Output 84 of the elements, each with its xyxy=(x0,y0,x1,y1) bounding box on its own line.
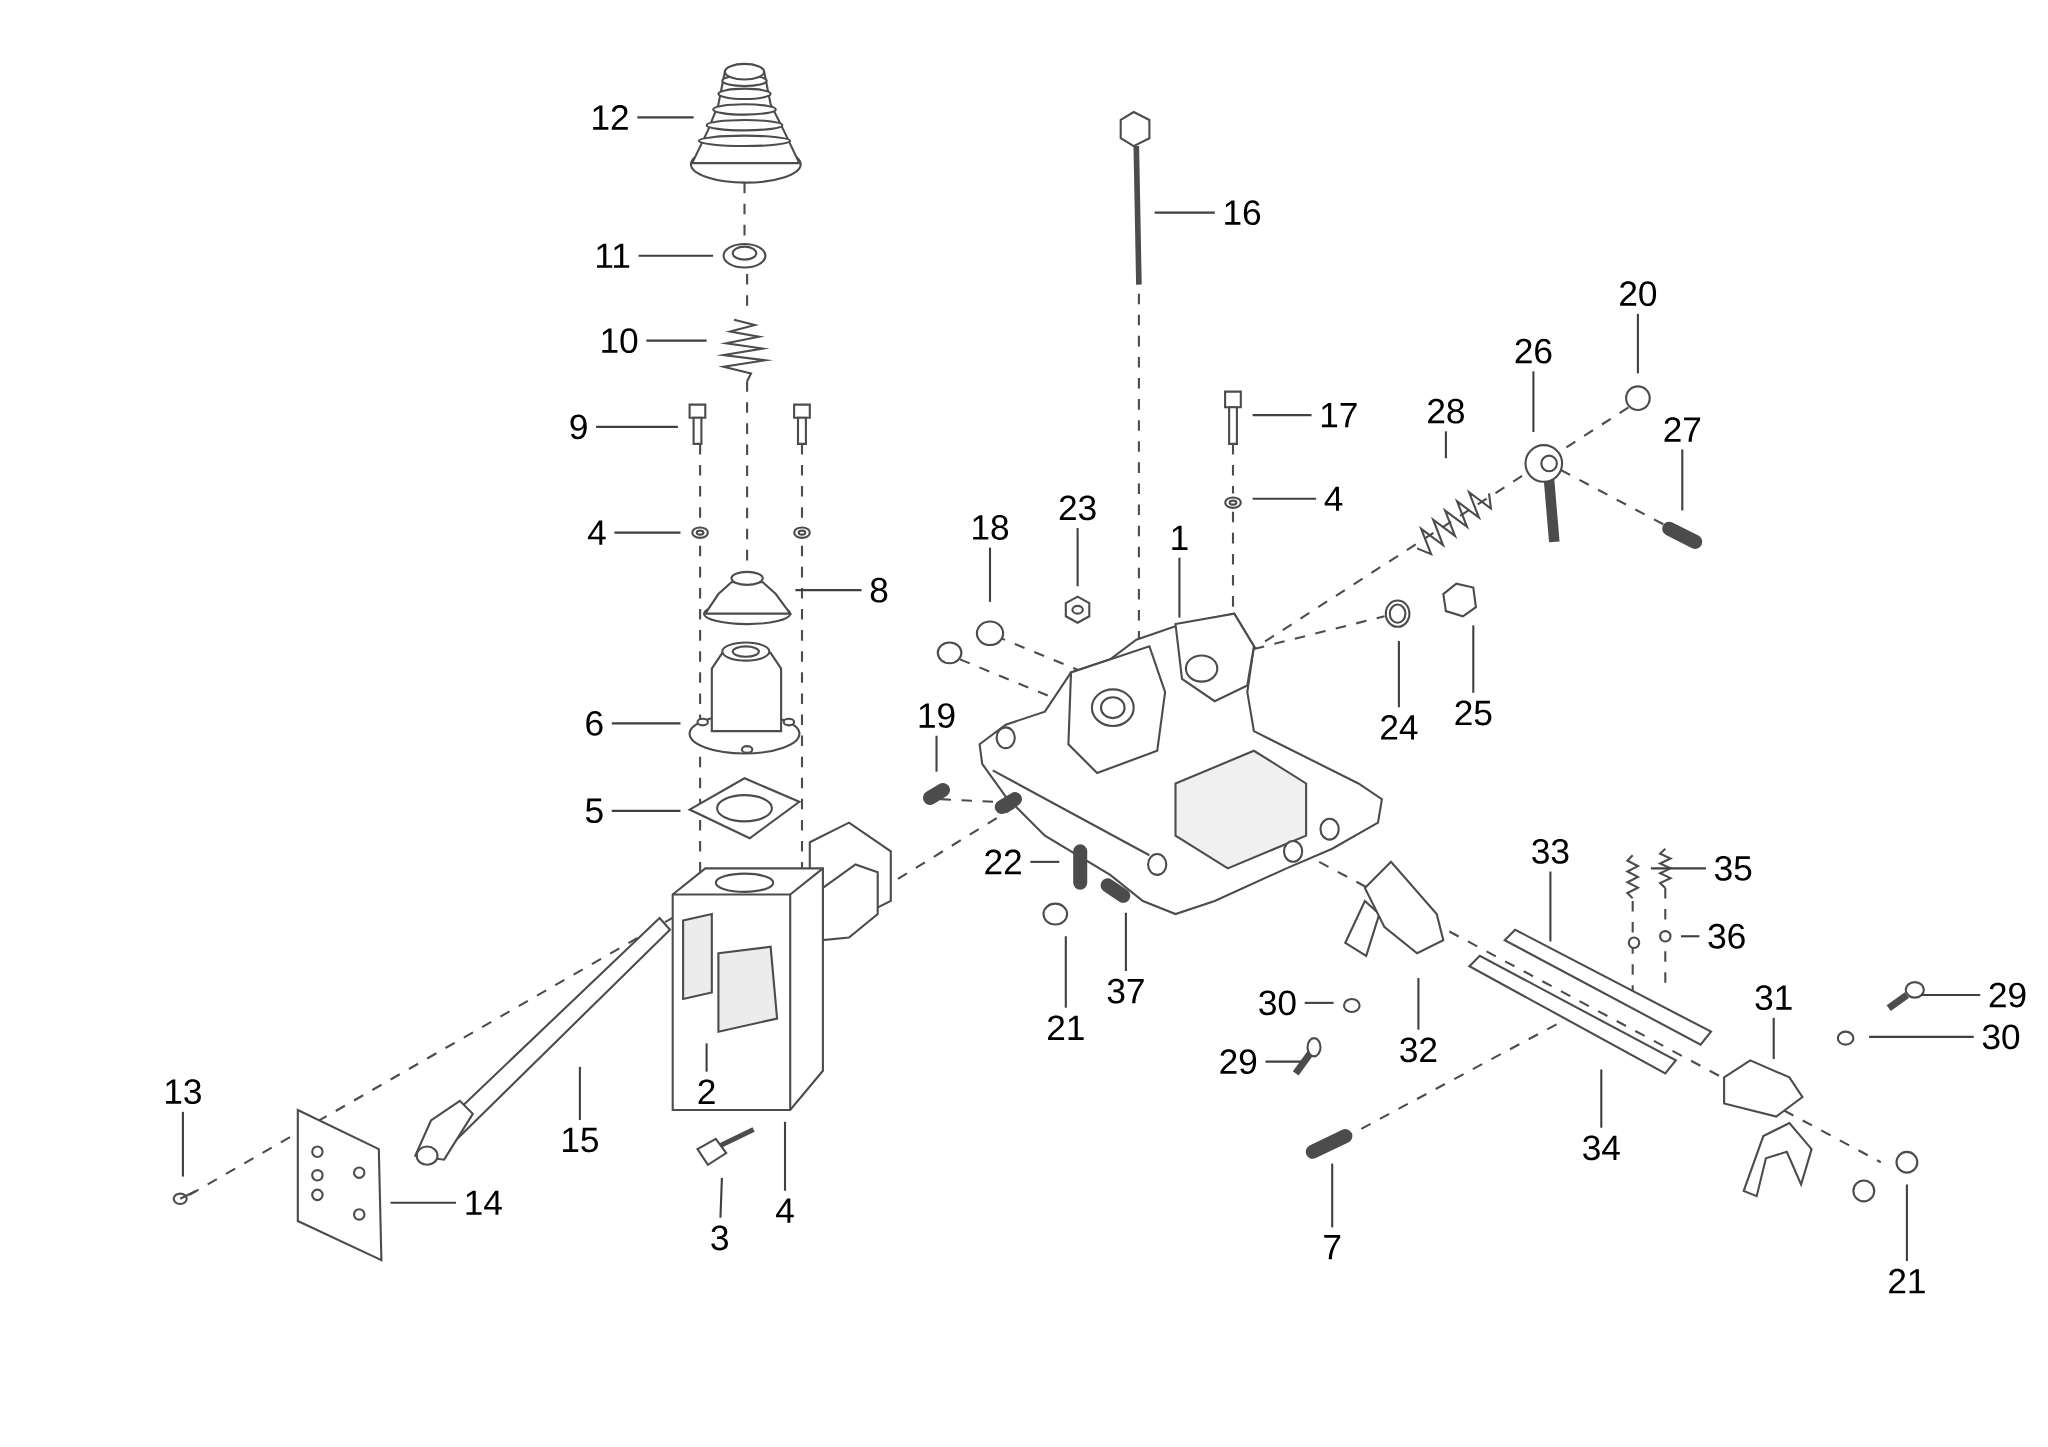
callout-number: 5 xyxy=(585,798,603,824)
callout-number: 4 xyxy=(587,520,606,545)
callout-number: 7 xyxy=(1324,1235,1341,1260)
callout-number: 21 xyxy=(1889,1268,1925,1294)
leader-line xyxy=(1869,1035,1974,1038)
leader-line xyxy=(1252,414,1312,417)
callout-number: 25 xyxy=(1455,700,1492,726)
leader-line xyxy=(390,1201,456,1204)
leader-line xyxy=(1154,211,1215,214)
leader-line xyxy=(1178,557,1181,618)
callout-number: 4 xyxy=(1324,486,1343,511)
leader-line xyxy=(596,425,678,428)
leader-line xyxy=(1650,867,1706,870)
callout-number: 22 xyxy=(985,849,1021,875)
callout-number: 34 xyxy=(1583,1135,1620,1161)
callout-number: 28 xyxy=(1428,398,1464,424)
leader-line xyxy=(1124,912,1127,971)
callout-number: 14 xyxy=(466,1190,502,1215)
callout-number: 29 xyxy=(1989,982,2026,1008)
callout-number: 10 xyxy=(602,328,638,354)
callout-number: 24 xyxy=(1381,715,1418,740)
callout-number: 6 xyxy=(586,710,603,736)
callout-number: 32 xyxy=(1400,1037,1437,1063)
callout-number: 15 xyxy=(563,1127,598,1153)
leader-line xyxy=(988,547,992,602)
leader-line xyxy=(935,735,938,772)
leader-line xyxy=(1921,994,1981,997)
leader-line xyxy=(1772,1017,1775,1060)
leader-line xyxy=(705,1043,708,1072)
callout-number: 8 xyxy=(870,577,888,603)
leader-line xyxy=(638,254,714,257)
leader-line xyxy=(614,531,681,534)
callout-number: 16 xyxy=(1225,200,1261,226)
callout-number: 1 xyxy=(1172,525,1188,550)
leader-line xyxy=(1532,371,1535,433)
callout-number: 3 xyxy=(711,1225,728,1251)
callout-number: 37 xyxy=(1107,978,1144,1004)
callout-number: 17 xyxy=(1321,403,1357,428)
leader-line xyxy=(1600,1069,1603,1128)
leader-line xyxy=(719,1177,723,1218)
leader-line xyxy=(611,722,681,725)
leader-line xyxy=(1304,1001,1334,1004)
leader-line xyxy=(1331,1163,1334,1228)
callout-number: 11 xyxy=(597,243,630,268)
callout-number: 30 xyxy=(1982,1024,2020,1050)
callout-number: 26 xyxy=(1515,338,1552,364)
leader-line xyxy=(1472,625,1475,693)
leader-line xyxy=(1549,871,1552,942)
leader-line xyxy=(611,809,681,812)
leader-line xyxy=(1030,860,1060,863)
leader-line xyxy=(1417,978,1420,1030)
leader-line xyxy=(1905,1184,1908,1262)
callout-number: 9 xyxy=(570,414,587,440)
leader-line xyxy=(181,1111,184,1177)
leader-line xyxy=(1681,935,1700,938)
leader-line xyxy=(646,339,707,342)
leader-line xyxy=(783,1121,787,1191)
callout-number: 18 xyxy=(973,515,1008,540)
leader-line xyxy=(1444,431,1447,459)
callout-number: 27 xyxy=(1664,417,1701,442)
callout-number: 36 xyxy=(1708,923,1745,949)
callout-number: 30 xyxy=(1259,990,1296,1016)
callout-number: 19 xyxy=(919,703,955,728)
leader-line xyxy=(795,589,862,592)
callout-number: 33 xyxy=(1532,838,1569,864)
callout-number: 2 xyxy=(698,1079,715,1104)
leader-line xyxy=(1681,449,1684,511)
leader-line xyxy=(1397,641,1400,708)
callout-number: 21 xyxy=(1048,1015,1084,1040)
callout-number: 31 xyxy=(1755,985,1792,1011)
leader-line xyxy=(1076,528,1079,587)
callout-number: 35 xyxy=(1715,855,1752,881)
callout-number: 12 xyxy=(593,105,628,130)
callout-number: 29 xyxy=(1220,1049,1257,1075)
leader-line xyxy=(637,116,694,119)
callout-number: 23 xyxy=(1059,495,1096,521)
leader-line xyxy=(1064,936,1067,1008)
callout-number: 20 xyxy=(1620,281,1657,307)
leader-line xyxy=(1636,313,1639,374)
leader-line xyxy=(1265,1060,1301,1063)
callout-number: 4 xyxy=(776,1198,794,1223)
leader-line xyxy=(578,1066,581,1121)
leader-line xyxy=(1252,497,1317,500)
callout-number: 13 xyxy=(166,1079,201,1105)
